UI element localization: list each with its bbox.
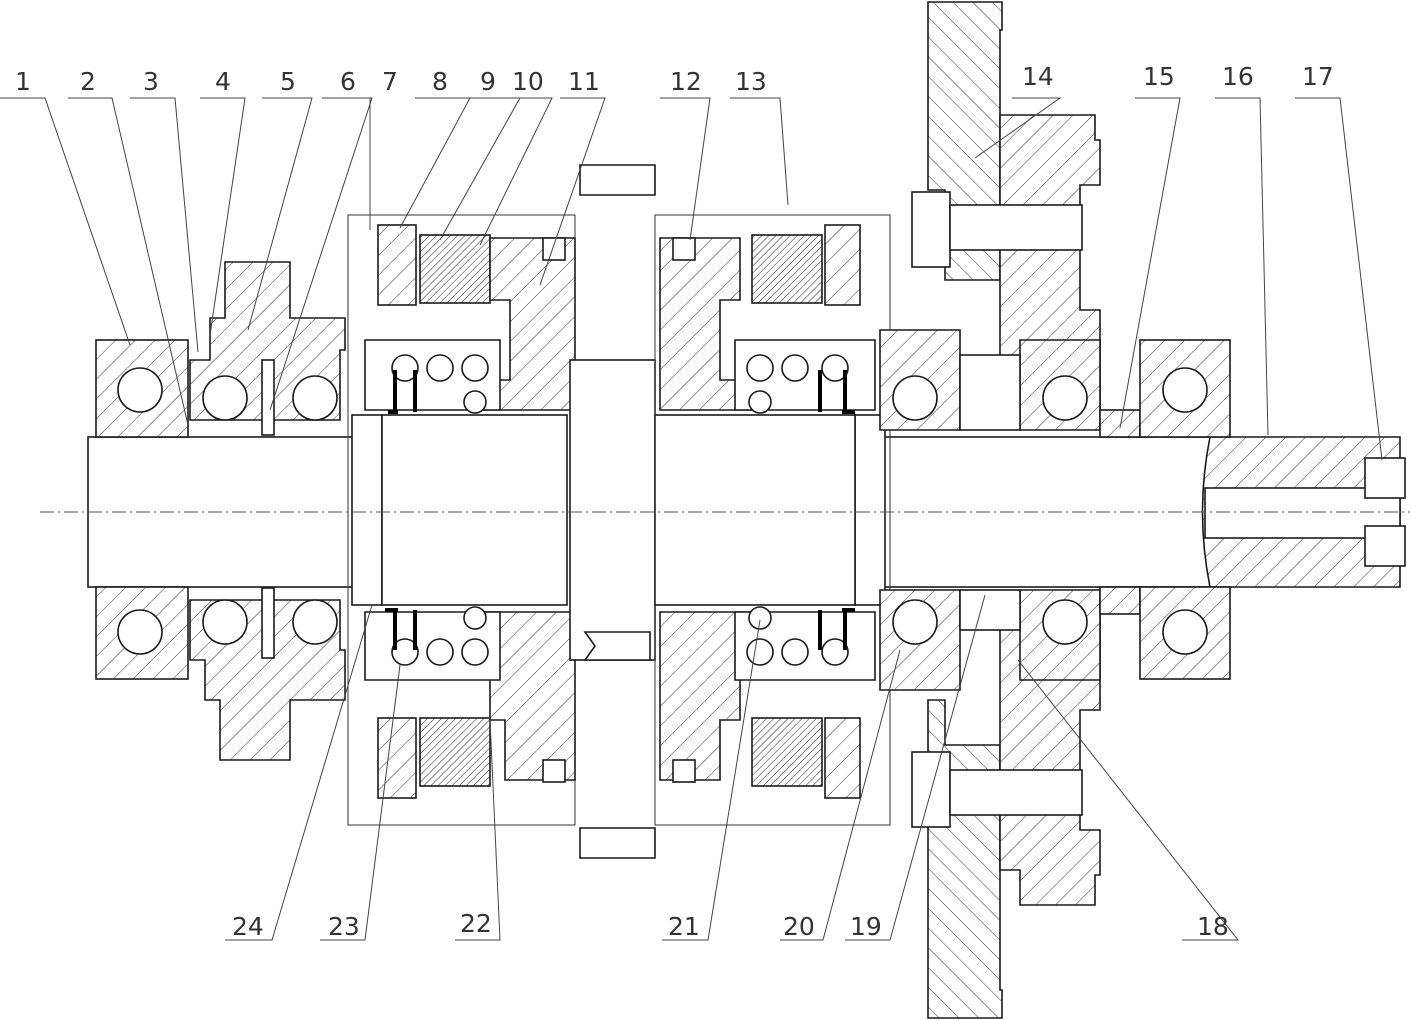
left-bearing-block (95, 339, 189, 680)
callout-9: 9 (480, 67, 496, 96)
callout-8: 8 (432, 67, 448, 96)
callout-5: 5 (280, 67, 296, 96)
callout-15: 15 (1143, 62, 1175, 91)
right-bearing-block (1139, 339, 1231, 680)
left-housing (189, 261, 346, 761)
right-clutch-housing (654, 214, 891, 826)
callout-12: 12 (670, 67, 702, 96)
callout-24: 24 (232, 912, 264, 941)
callout-18: 18 (1197, 912, 1229, 941)
left-clutch-housing (347, 214, 576, 826)
callout-10: 10 (512, 67, 544, 96)
callout-1: 1 (15, 67, 31, 96)
callout-23: 23 (328, 912, 360, 941)
callout-numbers: 1 2 3 4 5 6 7 8 9 10 11 12 13 14 15 16 1… (15, 62, 1334, 941)
callout-7: 7 (382, 67, 398, 96)
callout-13: 13 (735, 67, 767, 96)
main-shaft (87, 436, 1406, 588)
callout-21: 21 (668, 912, 700, 941)
callout-20: 20 (783, 912, 815, 941)
callout-17: 17 (1302, 62, 1334, 91)
callout-2: 2 (80, 67, 96, 96)
callout-14: 14 (1022, 62, 1054, 91)
callout-3: 3 (143, 67, 159, 96)
right-gear-flange (879, 1, 1141, 1019)
callout-16: 16 (1222, 62, 1254, 91)
callout-11: 11 (568, 67, 600, 96)
callout-22: 22 (460, 909, 492, 938)
callout-6: 6 (340, 67, 356, 96)
callout-4: 4 (215, 67, 231, 96)
callout-19: 19 (850, 912, 882, 941)
center-hub (351, 164, 886, 859)
callout-leaders (0, 97, 1383, 941)
